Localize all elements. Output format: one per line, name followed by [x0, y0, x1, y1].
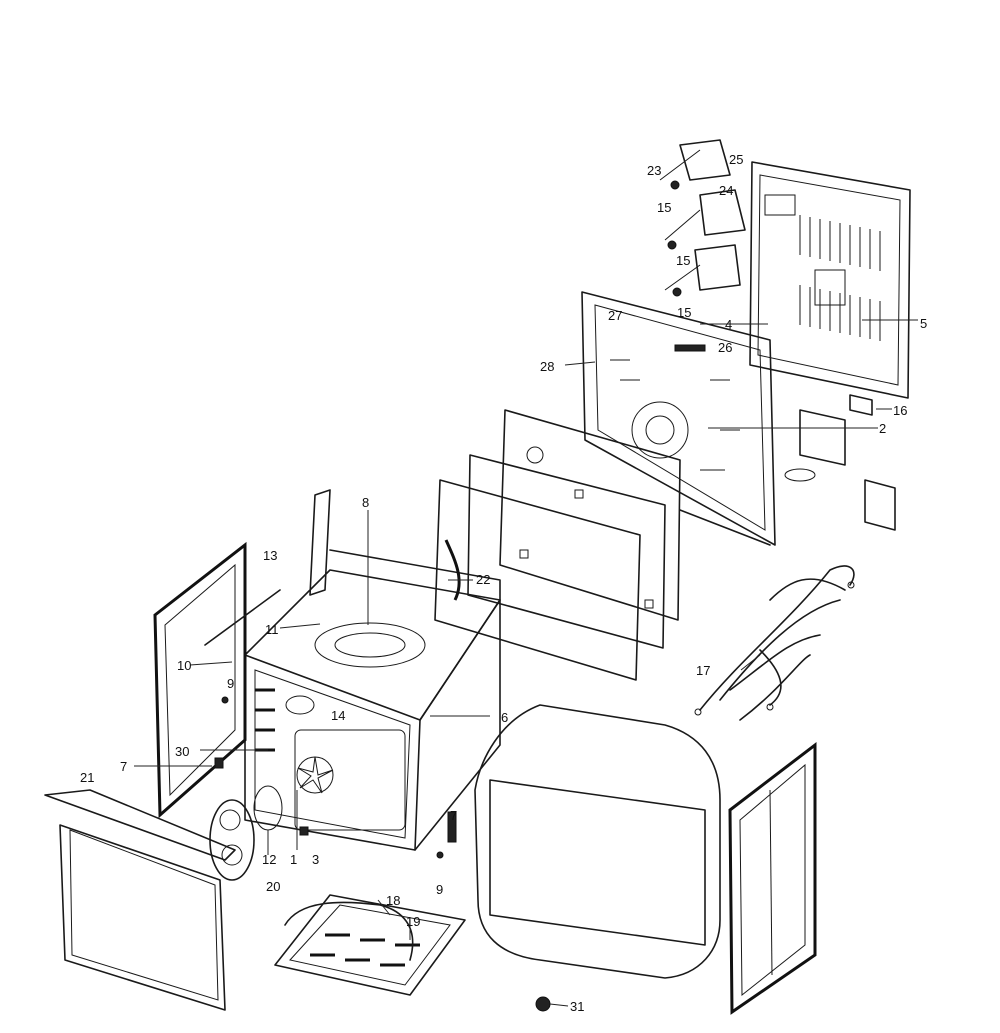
label-10: 10	[177, 658, 191, 673]
label-15-mid: 15	[676, 253, 690, 268]
label-13: 13	[263, 548, 277, 563]
label-6: 6	[501, 710, 508, 725]
label-21: 21	[80, 770, 94, 785]
label-20: 20	[266, 879, 280, 894]
label-8: 8	[362, 495, 369, 510]
label-26: 26	[718, 340, 732, 355]
label-9-lower: 9	[436, 882, 443, 897]
label-15-top: 15	[657, 200, 671, 215]
label-24: 24	[719, 183, 733, 198]
convection-fan	[285, 695, 334, 794]
label-23: 23	[647, 163, 661, 178]
label-4: 4	[725, 317, 732, 332]
label-16: 16	[893, 403, 907, 418]
oven-cavity	[244, 489, 501, 851]
terminal-block	[784, 394, 896, 531]
label-7-right: 7	[450, 808, 457, 823]
label-19: 19	[406, 914, 420, 929]
left-side-frame	[153, 541, 281, 819]
insulation-sheets	[434, 409, 681, 681]
wiring-harness	[694, 565, 855, 721]
label-28: 28	[540, 359, 554, 374]
label-31: 31	[570, 999, 584, 1014]
element-brackets	[659, 139, 746, 297]
label-17: 17	[696, 663, 710, 678]
label-22: 22	[476, 572, 490, 587]
label-2: 2	[879, 421, 886, 436]
label-30: 30	[175, 744, 189, 759]
label-12: 12	[262, 852, 276, 867]
leader-lines	[134, 319, 918, 1007]
label-9-upper: 9	[227, 676, 234, 691]
label-27: 27	[608, 308, 622, 323]
label-3: 3	[312, 852, 319, 867]
door-frame	[44, 785, 283, 1011]
label-18: 18	[386, 893, 400, 908]
label-15-bottom: 15	[677, 305, 691, 320]
outer-wrap	[474, 704, 721, 979]
mid-back-panel	[581, 291, 776, 546]
right-side-frame	[728, 741, 817, 1015]
label-7-left: 7	[120, 759, 127, 774]
label-14: 14	[331, 708, 345, 723]
label-11: 11	[265, 622, 279, 637]
rear-panel	[749, 161, 911, 399]
label-25: 25	[729, 152, 743, 167]
part-number-labels: 1 2 3 4 5 6 7 7 8 9 9 10 11 12 13 14 15 …	[80, 152, 927, 1014]
label-5: 5	[920, 316, 927, 331]
label-1: 1	[290, 852, 297, 867]
bottom-element	[274, 894, 466, 996]
